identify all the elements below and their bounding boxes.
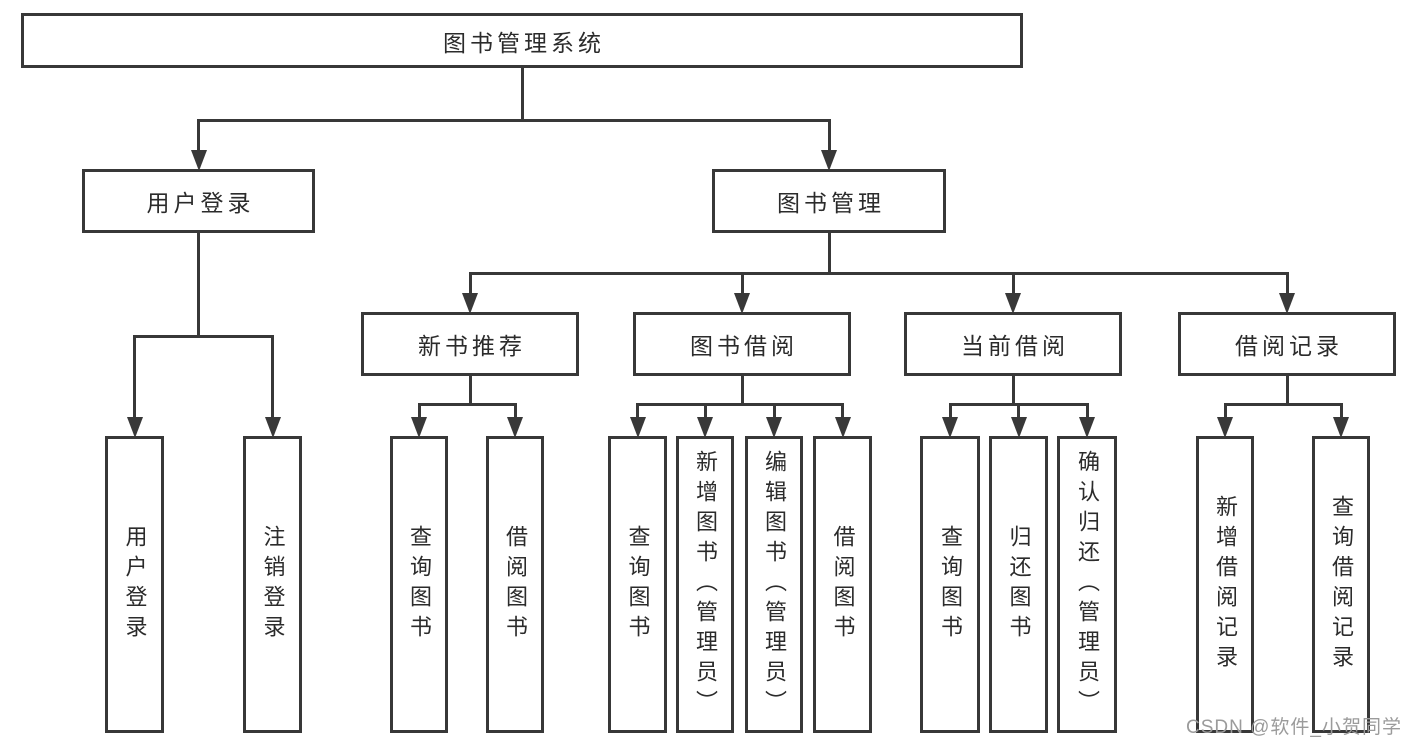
box-label-leaf-bb-add: 新增图书（管理员） (693, 449, 718, 720)
box-book-borrow: 图书借阅 (633, 312, 851, 376)
connector-drop-leaf-cb-return (1017, 404, 1020, 419)
arrow-down-icon (834, 417, 851, 438)
arrow-down-icon (942, 417, 958, 438)
box-label-borrow-records: 借阅记录 (1235, 333, 1343, 359)
connector-drop-leaf-bb-edit (772, 404, 776, 419)
connector-stem-current-borrow (1011, 376, 1015, 406)
arrow-down-icon (1079, 417, 1095, 438)
connector-drop-leaf-bb-query (636, 404, 639, 419)
box-label-root: 图书管理系统 (443, 29, 605, 56)
box-label-book-borrow: 图书借阅 (690, 333, 798, 359)
connector-drop-leaf-br-add (1223, 404, 1227, 419)
box-root: 图书管理系统 (21, 13, 1023, 68)
arrow-down-icon (821, 150, 837, 171)
box-borrow-records: 借阅记录 (1178, 312, 1396, 376)
connector-stem-borrow-records (1285, 376, 1289, 406)
arrow-down-icon (264, 417, 281, 438)
arrow-down-icon (126, 417, 143, 438)
box-label-new-book-rec: 新书推荐 (418, 333, 526, 359)
arrow-down-icon (734, 293, 750, 314)
box-leaf-nb-query: 查询图书 (390, 436, 448, 733)
connector-drop-leaf-bb-add (703, 404, 707, 419)
box-current-borrow: 当前借阅 (904, 312, 1122, 376)
connector-drop-leaf-cb-query (948, 404, 952, 419)
box-leaf-bb-query: 查询图书 (608, 436, 667, 733)
arrow-down-icon (629, 417, 646, 438)
box-leaf-bb-add: 新增图书（管理员） (676, 436, 734, 733)
box-label-leaf-bb-query: 查询图书 (625, 524, 651, 645)
connector-drop-current-borrow (1011, 273, 1015, 295)
arrow-down-icon (190, 150, 207, 171)
connector-stem-root (520, 68, 524, 122)
box-label-leaf-nb-borrow: 借阅图书 (503, 524, 528, 645)
box-label-leaf-br-add: 新增借阅记录 (1213, 494, 1238, 675)
connector-stem-book-borrow (740, 376, 744, 406)
box-leaf-nb-borrow: 借阅图书 (486, 436, 544, 733)
box-leaf-bb-borrow: 借阅图书 (813, 436, 872, 733)
connector-rail-root (197, 118, 831, 122)
connector-drop-new-book-rec (468, 273, 472, 295)
arrow-down-icon (766, 417, 782, 438)
arrow-down-icon (507, 417, 523, 438)
box-label-user-login: 用户登录 (146, 190, 255, 216)
box-book-mgmt: 图书管理 (712, 169, 946, 233)
connector-rail-book-borrow (636, 402, 844, 406)
arrow-down-icon (411, 417, 427, 438)
box-leaf-cb-query: 查询图书 (920, 436, 980, 733)
arrow-down-icon (1333, 417, 1349, 438)
connector-drop-user-login (197, 120, 200, 152)
box-new-book-rec: 新书推荐 (361, 312, 579, 376)
arrow-down-icon (1279, 293, 1295, 314)
box-leaf-cb-confirm: 确认归还（管理员） (1057, 436, 1117, 733)
box-label-leaf-nb-query: 查询图书 (407, 524, 432, 645)
connector-stem-new-book-rec (468, 376, 472, 406)
box-leaf-cb-return: 归还图书 (989, 436, 1048, 733)
connector-drop-book-mgmt (827, 120, 831, 152)
connector-rail-book-mgmt (468, 271, 1289, 275)
connector-drop-leaf-cb-confirm (1085, 404, 1089, 419)
box-label-leaf-user-login: 用户登录 (122, 524, 148, 645)
box-leaf-bb-edit: 编辑图书（管理员） (745, 436, 803, 733)
box-label-leaf-logout: 注销登录 (260, 524, 286, 645)
box-label-leaf-bb-edit: 编辑图书（管理员） (762, 449, 787, 720)
box-label-book-mgmt: 图书管理 (777, 190, 885, 216)
connector-rail-borrow-records (1223, 402, 1343, 406)
box-leaf-br-query: 查询借阅记录 (1312, 436, 1370, 733)
box-user-login: 用户登录 (82, 169, 315, 233)
connector-rail-new-book-rec (417, 402, 517, 406)
box-label-current-borrow: 当前借阅 (961, 333, 1069, 359)
connector-drop-leaf-nb-query (417, 404, 421, 419)
connector-drop-leaf-logout (271, 336, 274, 419)
box-label-leaf-br-query: 查询借阅记录 (1329, 494, 1354, 675)
connector-drop-leaf-user-login (133, 336, 136, 419)
csdn-watermark: CSDN @软件_小贺同学 (1186, 717, 1402, 738)
box-label-leaf-bb-borrow: 借阅图书 (830, 524, 856, 645)
connector-drop-leaf-bb-borrow (841, 404, 844, 419)
box-label-leaf-cb-confirm: 确认归还（管理员） (1075, 449, 1100, 720)
arrow-down-icon (1010, 417, 1027, 438)
connector-stem-book-mgmt (827, 233, 831, 275)
arrow-down-icon (1005, 293, 1021, 314)
connector-drop-leaf-nb-borrow (513, 404, 517, 419)
connector-drop-leaf-br-query (1339, 404, 1343, 419)
connector-rail-user-login (133, 334, 274, 338)
arrow-down-icon (462, 293, 478, 314)
arrow-down-icon (1217, 417, 1233, 438)
arrow-down-icon (697, 417, 713, 438)
box-label-leaf-cb-query: 查询图书 (938, 524, 963, 645)
box-leaf-user-login: 用户登录 (105, 436, 164, 733)
connector-drop-book-borrow (740, 273, 744, 295)
box-leaf-br-add: 新增借阅记录 (1196, 436, 1254, 733)
box-label-leaf-cb-return: 归还图书 (1006, 524, 1032, 645)
box-leaf-logout: 注销登录 (243, 436, 302, 733)
connector-drop-borrow-records (1285, 273, 1289, 295)
connector-stem-user-login (197, 233, 200, 338)
